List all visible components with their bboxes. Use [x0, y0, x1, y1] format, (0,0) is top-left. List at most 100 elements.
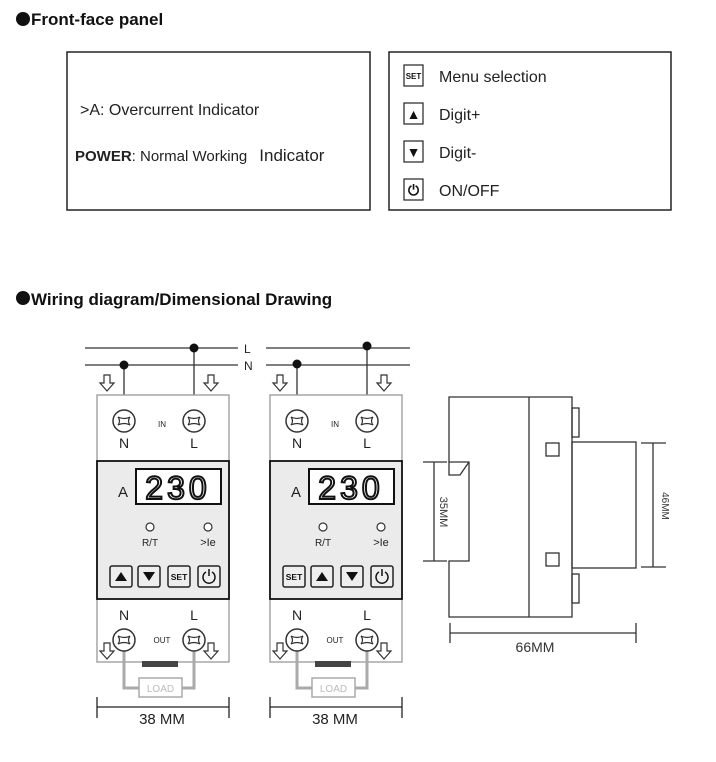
- rt-led-icon: [145, 522, 155, 532]
- down-arrow-icon: [271, 374, 289, 392]
- screw-terminal-icon: [112, 628, 136, 652]
- depth-dimension: 66MM: [516, 639, 555, 655]
- din-clip: [142, 661, 178, 667]
- screw-terminal-icon: [355, 628, 379, 652]
- terminal-n-label: N: [292, 435, 302, 451]
- line-n-label: N: [244, 359, 253, 373]
- down-arrow-icon: [202, 374, 220, 392]
- rt-led-label: R/T: [142, 538, 158, 549]
- screw-terminal-icon: [285, 628, 309, 652]
- down-arrow-icon-glyph: ▼: [407, 144, 421, 160]
- power-button[interactable]: [197, 565, 221, 588]
- out-terminal-l-label: L: [190, 607, 198, 623]
- screw-slot: [117, 416, 131, 426]
- rt-led-label: R/T: [315, 538, 331, 549]
- set-label: SET: [171, 572, 188, 582]
- screw-slot: [290, 416, 304, 426]
- screw-slot: [187, 635, 201, 645]
- button-legend: SET Menu selection ▲ Digit+ ▼ Digit- ⏻ ON/OFF: [403, 64, 547, 201]
- width-dimension: 38 MM: [139, 711, 185, 728]
- terminal-n-label: N: [119, 435, 129, 451]
- load-label: LOAD: [147, 684, 174, 695]
- screw-terminal-icon: [112, 409, 136, 433]
- power-icon: [202, 571, 216, 584]
- power-button[interactable]: [370, 565, 394, 588]
- load-wires: [122, 650, 196, 690]
- terminal-l-label: L: [363, 435, 371, 451]
- display-value: 230: [145, 470, 210, 506]
- ie-led-icon: [203, 522, 213, 532]
- down-arrow-icon: [98, 374, 116, 392]
- rail-dimension: 35MM: [437, 497, 449, 528]
- up-arrow-icon: [115, 572, 127, 581]
- line-l-label: L: [244, 342, 251, 356]
- ie-led-label: >Ie: [200, 537, 216, 549]
- in-label: IN: [331, 420, 339, 429]
- load-box: [138, 677, 183, 698]
- down-arrow-icon: [346, 572, 358, 581]
- indicator-box: [66, 51, 371, 211]
- ie-led-icon: [376, 522, 386, 532]
- led-display: [135, 468, 222, 505]
- load-label: LOAD: [320, 684, 347, 695]
- front-height-dimension: 46MM: [659, 492, 670, 520]
- front-panel-title: Front-face panel: [31, 10, 163, 29]
- din-clip: [315, 661, 351, 667]
- down-arrow-icon: [202, 642, 220, 660]
- button-legend-box: [388, 51, 672, 211]
- legend-label: Digit-: [439, 145, 476, 162]
- screw-terminal-icon: [182, 628, 206, 652]
- led-display: [308, 468, 395, 505]
- screw-slot: [360, 635, 374, 645]
- screw-slot: [117, 635, 131, 645]
- set-icon: [403, 64, 424, 87]
- bullet-icon: [16, 291, 30, 305]
- terminal-l-label: L: [190, 435, 198, 451]
- legend-label: Digit+: [439, 107, 480, 124]
- up-arrow-icon-glyph: ▲: [407, 106, 421, 122]
- in-label: IN: [158, 420, 166, 429]
- wiring-title: Wiring diagram/Dimensional Drawing: [31, 290, 332, 309]
- supply-lines: [85, 347, 410, 366]
- width-dimension: 38 MM: [312, 711, 358, 728]
- rt-led-icon: [318, 522, 328, 532]
- power-icon: [375, 571, 389, 584]
- power-icon-glyph: ⏻: [408, 182, 419, 198]
- up-arrow-icon: [403, 102, 424, 125]
- set-button[interactable]: [282, 565, 306, 588]
- screw-terminal-icon: [285, 409, 309, 433]
- down-arrow-icon: [271, 642, 289, 660]
- display-unit-label: A: [291, 484, 301, 501]
- overcurrent-indicator: >A: Overcurrent Indicator: [80, 102, 260, 119]
- screw-terminal-icon: [355, 409, 379, 433]
- down-arrow-icon: [375, 374, 393, 392]
- display-value: 230: [318, 470, 383, 506]
- out-terminal-n-label: N: [119, 607, 129, 623]
- set-button[interactable]: [167, 565, 191, 588]
- side-view-drawing: [423, 396, 666, 643]
- set-label: SET: [286, 572, 303, 582]
- junction-dot: [362, 341, 372, 351]
- power-icon: [403, 178, 424, 201]
- down-arrow-icon: [375, 642, 393, 660]
- load-wires: [295, 650, 369, 690]
- out-label: OUT: [154, 636, 171, 645]
- junction-dot: [119, 360, 129, 370]
- bullet-icon: [16, 12, 30, 26]
- legend-label: ON/OFF: [439, 183, 500, 200]
- display-unit-label: A: [118, 484, 128, 501]
- down-arrow-icon: [98, 642, 116, 660]
- screw-slot: [290, 635, 304, 645]
- junction-dot: [189, 343, 199, 353]
- load-box: [311, 677, 356, 698]
- out-terminal-n-label: N: [292, 607, 302, 623]
- screw-slot: [360, 416, 374, 426]
- set-icon-glyph: SET: [406, 72, 422, 81]
- legend-label: Menu selection: [439, 69, 547, 86]
- up-arrow-icon: [316, 572, 328, 581]
